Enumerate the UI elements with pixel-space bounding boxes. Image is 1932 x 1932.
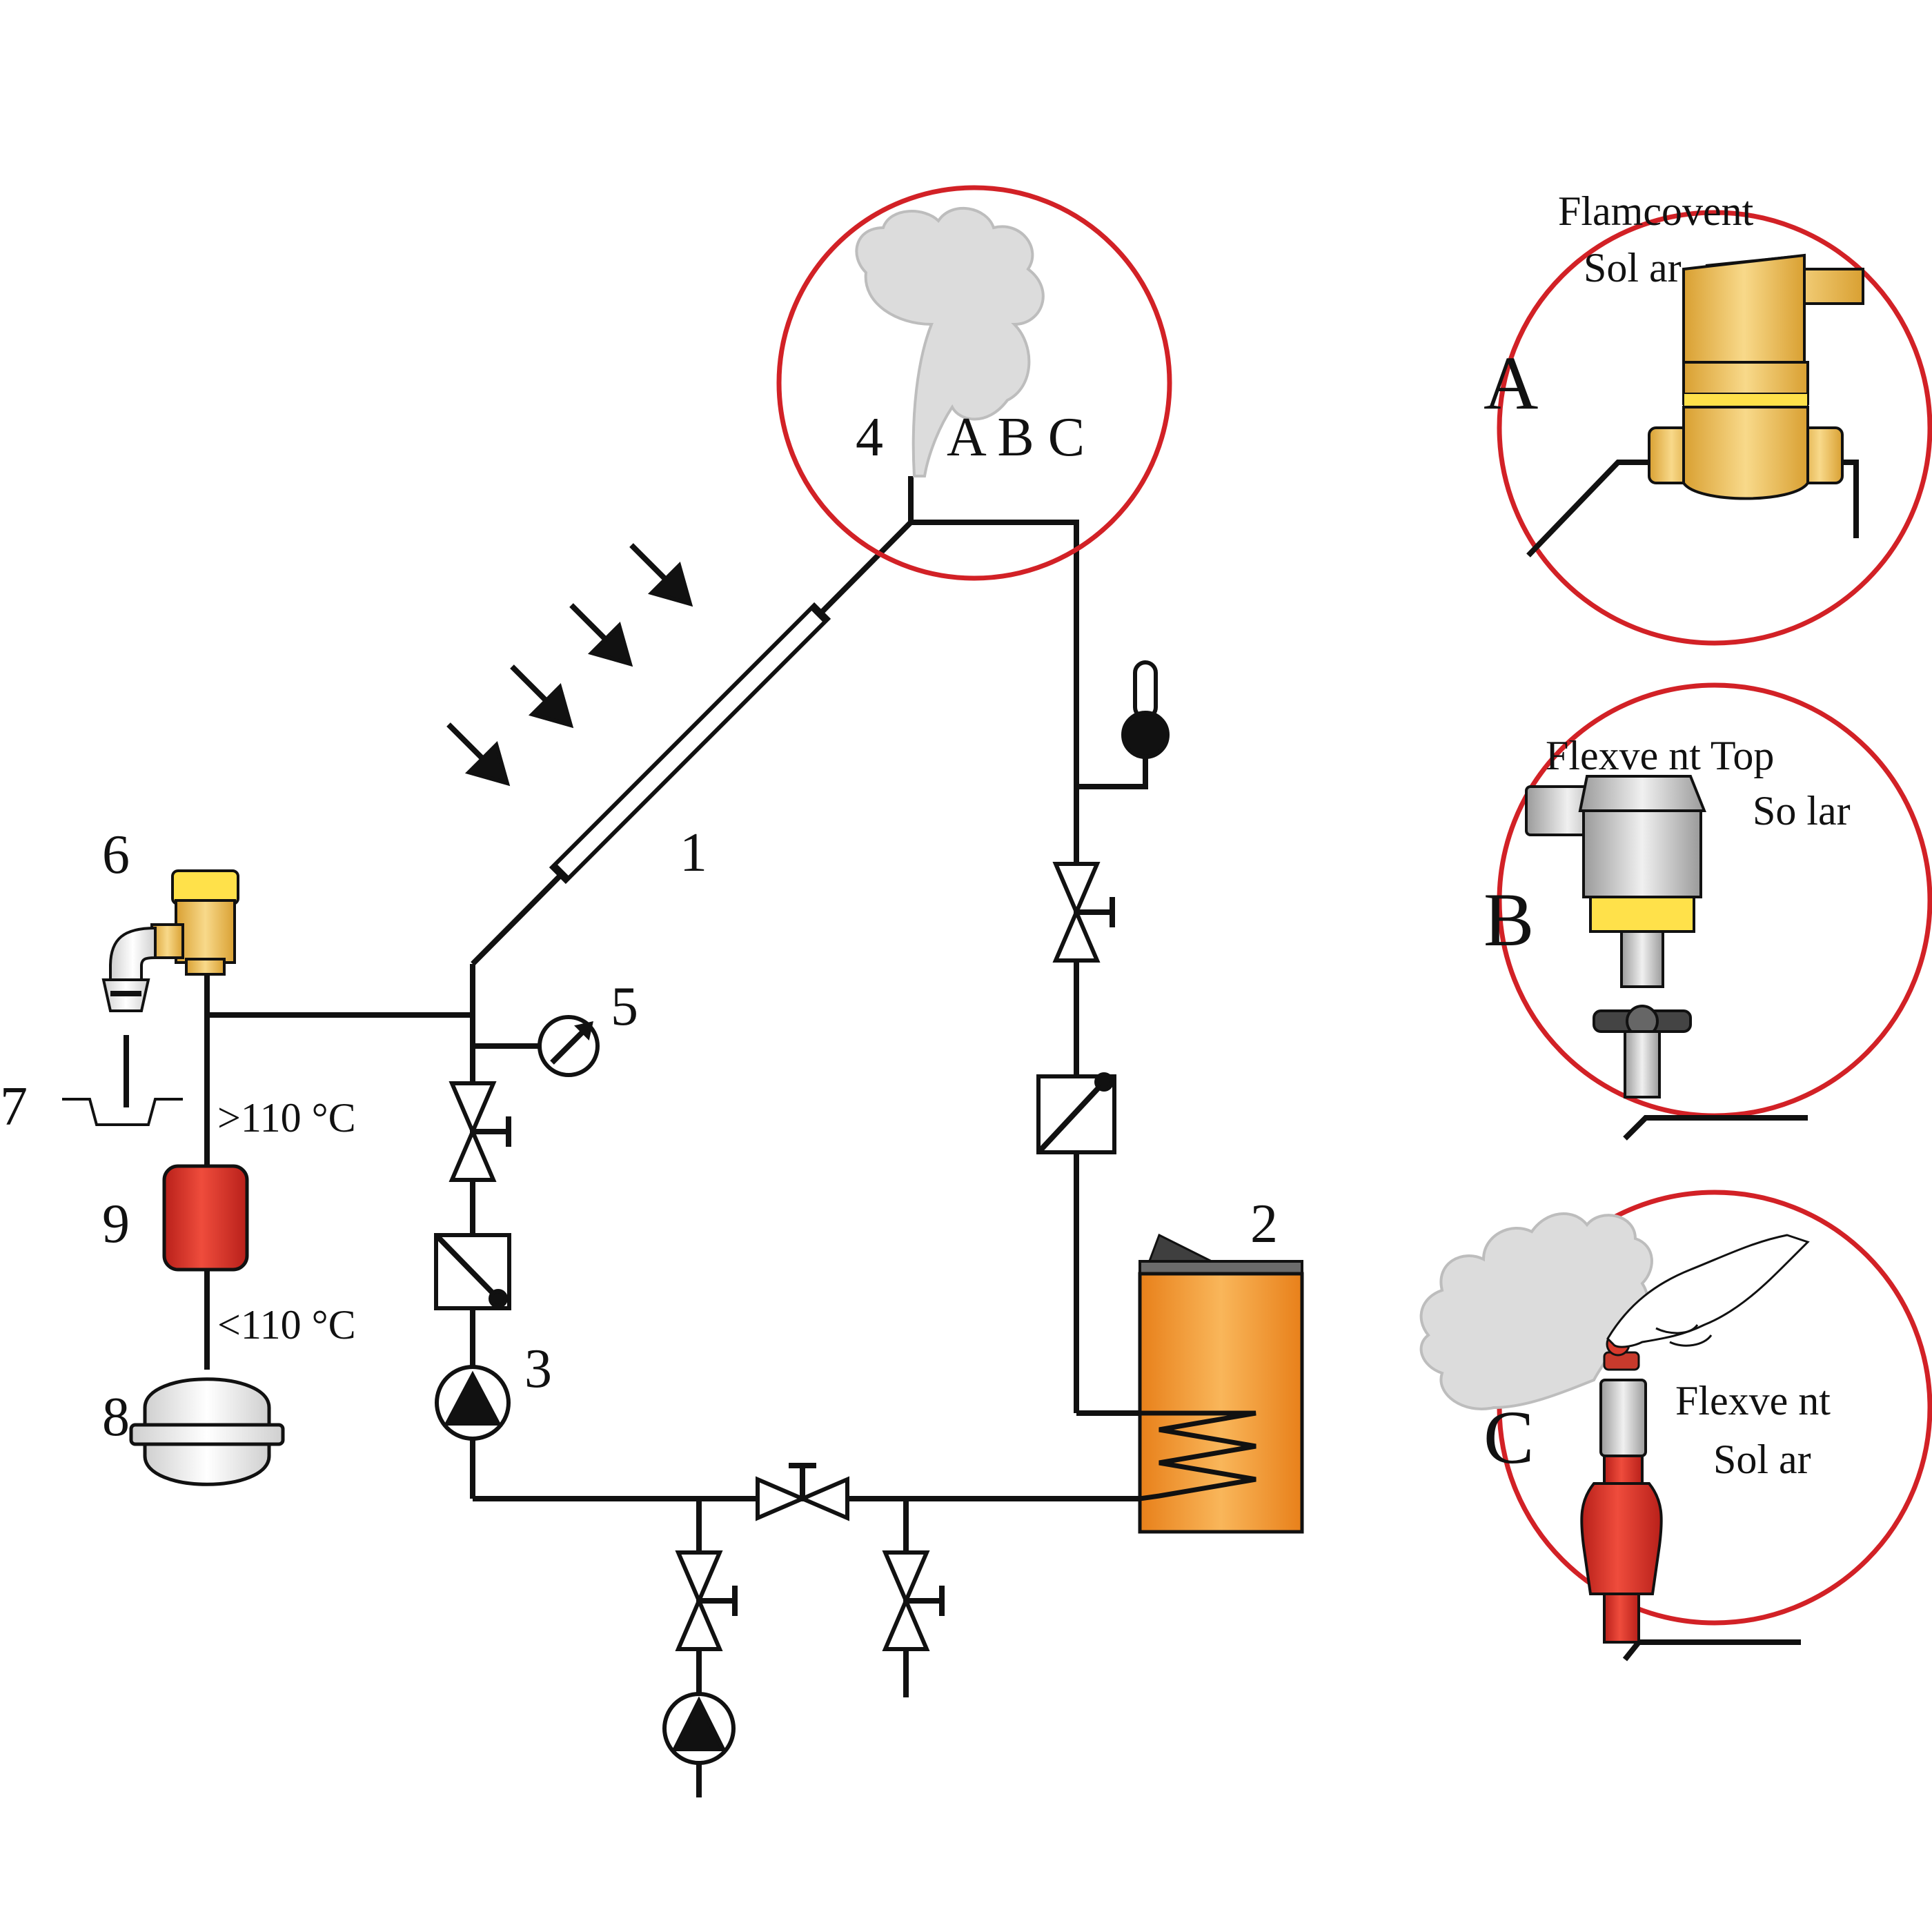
bottom-center-valve bbox=[756, 1463, 849, 1521]
flamcovent-solar-device bbox=[1648, 253, 1864, 500]
label-collector: 1 bbox=[680, 822, 707, 883]
filling-pump bbox=[662, 1692, 736, 1765]
drain-valve-left bbox=[675, 1550, 738, 1651]
inset-c-caption-2: Sol ar bbox=[1713, 1437, 1811, 1482]
circulation-pump: 3 bbox=[435, 1339, 552, 1441]
right-shutoff-valve bbox=[1052, 862, 1115, 963]
steam-cloud-c bbox=[1419, 1212, 1653, 1410]
label-vent-point: 4 bbox=[856, 407, 883, 468]
left-shutoff-valve bbox=[448, 1081, 511, 1182]
temp-above: >110 °C bbox=[217, 1095, 356, 1141]
thermometer-icon bbox=[1121, 660, 1170, 759]
inset-b-letter: B bbox=[1483, 878, 1534, 962]
pre-vessel: 9 >110 °C <110 °C bbox=[102, 1095, 356, 1348]
label-safety-valve: 6 bbox=[102, 825, 130, 885]
inset-a-letter: A bbox=[1483, 341, 1538, 425]
inset-b-caption-2: So lar bbox=[1753, 788, 1851, 834]
inset-c-caption-1: Flexve nt bbox=[1675, 1378, 1831, 1423]
sunlight-arrows bbox=[446, 543, 693, 787]
label-pump: 3 bbox=[524, 1339, 552, 1399]
inset-c-letter: C bbox=[1483, 1395, 1534, 1479]
pressure-gauge: 5 bbox=[538, 976, 638, 1077]
safety-valve: 6 bbox=[101, 825, 239, 1012]
drain-valve-right bbox=[882, 1550, 945, 1651]
hand-icon bbox=[1606, 1234, 1810, 1348]
label-pre-vessel: 9 bbox=[102, 1194, 130, 1254]
storage-tank: 2 bbox=[1138, 1194, 1304, 1534]
label-tank: 2 bbox=[1250, 1194, 1278, 1254]
label-drain: 7 bbox=[0, 1076, 28, 1137]
label-gauge: 5 bbox=[611, 976, 638, 1037]
label-expansion-vessel: 8 bbox=[102, 1387, 130, 1448]
flexvent-top-solar-device bbox=[1525, 775, 1706, 1098]
right-check-valve bbox=[1036, 1072, 1116, 1154]
inset-a: Flamcovent Sol ar A bbox=[1483, 188, 1932, 646]
steam-cloud bbox=[855, 207, 1045, 477]
inset-a-caption-2: Sol ar bbox=[1584, 245, 1682, 290]
inset-b: Flexve nt Top So lar B bbox=[1483, 682, 1932, 1141]
vent-point-detail: 4 A B C bbox=[776, 185, 1172, 581]
flexvent-solar-device bbox=[1580, 1332, 1663, 1644]
label-vent-options: A B C bbox=[947, 407, 1085, 468]
drain-funnel: 7 bbox=[0, 1035, 183, 1137]
inset-b-caption-1: Flexve nt Top bbox=[1546, 733, 1774, 778]
left-check-valve bbox=[434, 1233, 511, 1310]
expansion-vessel: 8 bbox=[102, 1377, 285, 1486]
temp-below: <110 °C bbox=[217, 1302, 356, 1348]
solar-collector: 1 bbox=[549, 602, 831, 885]
inset-c: Flexve nt Sol ar C bbox=[1419, 1190, 1932, 1662]
inset-a-caption-1: Flamcovent bbox=[1558, 188, 1754, 234]
